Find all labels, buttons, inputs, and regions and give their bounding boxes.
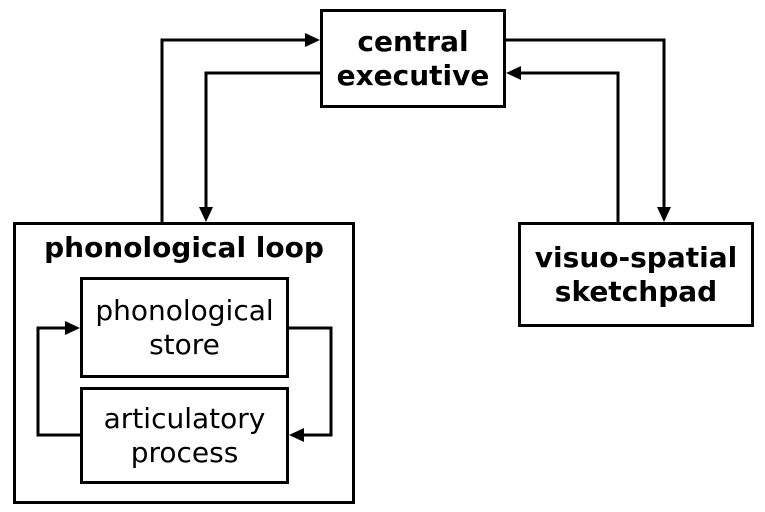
arrow-visuo-spatial-sketchpad-to-central-executive <box>506 66 620 222</box>
phonological-store-label: phonological store <box>95 293 274 361</box>
phonological-loop-label: phonological loop <box>44 231 324 264</box>
arrowhead-left-icon <box>506 66 521 80</box>
phonological-store-box: phonological store <box>80 277 289 378</box>
arrow-phonological-loop-to-central-executive <box>160 33 320 222</box>
visuo-spatial-sketchpad-box: visuo-spatial sketchpad <box>518 222 754 327</box>
arrow-central-executive-to-phonological-loop <box>199 71 320 222</box>
central-executive-box: central executive <box>320 9 506 108</box>
arrowhead-down-icon <box>199 207 213 222</box>
arrowhead-down-icon <box>657 207 671 222</box>
articulatory-process-label: articulatory process <box>103 401 266 469</box>
central-executive-label: central executive <box>336 24 490 92</box>
arrowhead-right-icon <box>305 33 320 47</box>
articulatory-process-box: articulatory process <box>80 387 289 484</box>
arrow-central-executive-to-visuo-spatial-sketchpad <box>506 38 671 222</box>
visuo-spatial-sketchpad-label: visuo-spatial sketchpad <box>534 240 738 308</box>
